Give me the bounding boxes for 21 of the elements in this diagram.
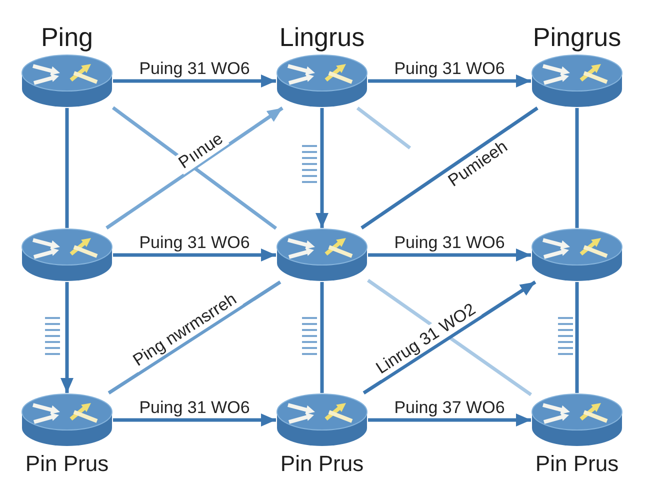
connector-line bbox=[320, 282, 324, 393]
connector-line bbox=[575, 282, 579, 393]
router-label: Pin Prus bbox=[535, 450, 619, 478]
router-label: Ping bbox=[40, 21, 94, 54]
connector-line bbox=[575, 108, 579, 228]
arrow bbox=[368, 74, 531, 88]
router-label: Pingrus bbox=[532, 21, 622, 54]
router-label: Pin Prus bbox=[280, 450, 364, 478]
arrow bbox=[113, 74, 276, 88]
arrow bbox=[368, 414, 531, 426]
connector-line bbox=[65, 108, 69, 228]
arrow bbox=[113, 248, 276, 262]
connector-line bbox=[360, 106, 538, 230]
connector-line bbox=[356, 106, 412, 150]
arrow bbox=[368, 248, 531, 262]
arrow bbox=[316, 108, 328, 228]
router-label: Pin Prus bbox=[25, 450, 109, 478]
arrow bbox=[60, 282, 74, 393]
connector-line bbox=[108, 280, 282, 394]
router-label: Lingrus bbox=[279, 21, 365, 54]
arrow bbox=[113, 414, 276, 426]
